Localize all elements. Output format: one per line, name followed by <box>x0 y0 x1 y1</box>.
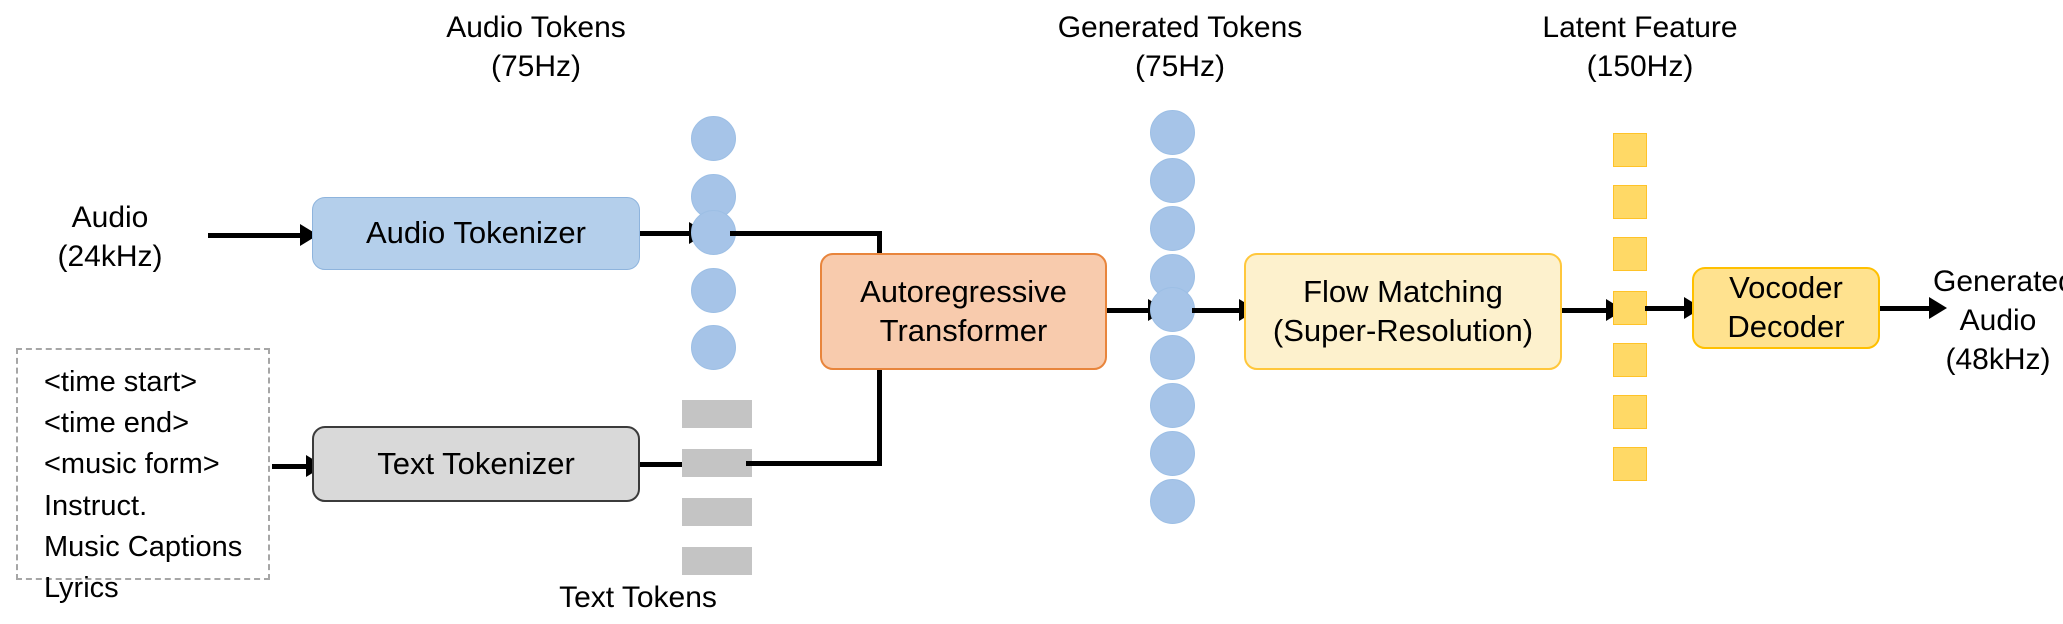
flow-matching-block[interactable]: Flow Matching (Super-Resolution) <box>1244 253 1562 370</box>
latent-feature-square <box>1613 237 1647 271</box>
text-prompt-items: <time start> <time end> <music form> Ins… <box>44 366 243 604</box>
latent-feature-square <box>1613 133 1647 167</box>
autoregressive-transformer-block[interactable]: Autoregressive Transformer <box>820 253 1107 370</box>
text-token-rect <box>682 400 752 428</box>
generated-token-circle <box>1150 110 1195 155</box>
audio-token-circle <box>691 210 736 255</box>
generated-token-circle <box>1150 158 1195 203</box>
arrow-generated-tokens-to-flow-matching-line <box>1192 308 1246 313</box>
arrow-audio-to-audio-tokenizer-line <box>208 233 304 238</box>
arrow-vocoder-to-generated-audio-line <box>1880 306 1936 311</box>
latent-feature-header: Latent Feature (150Hz) <box>1542 11 1738 83</box>
latent-feature-square <box>1613 447 1647 481</box>
arrow-latent-to-vocoder-line <box>1645 306 1691 311</box>
text-token-rect <box>682 498 752 526</box>
text-prompt-panel <box>16 348 270 580</box>
generated-token-circle <box>1150 479 1195 524</box>
latent-feature-square <box>1613 395 1647 429</box>
generated-token-circle <box>1150 431 1195 476</box>
text-tokenizer-block[interactable]: Text Tokenizer <box>312 426 640 502</box>
generated-audio-output-label: Generated Audio (48kHz) <box>1933 265 2063 376</box>
merge-bottom-branch-line <box>746 461 882 466</box>
audio-token-circle <box>691 116 736 161</box>
generated-token-circle <box>1150 206 1195 251</box>
latent-feature-square <box>1613 343 1647 377</box>
arrow-prompt-to-text-tokenizer-line <box>272 464 312 469</box>
latent-feature-square <box>1613 291 1647 325</box>
arrow-vocoder-to-generated-audio-head <box>1929 297 1947 319</box>
merge-top-branch-line <box>730 231 882 236</box>
generated-token-circle <box>1150 383 1195 428</box>
audio-token-circle <box>691 325 736 370</box>
arrow-audio-tokenizer-to-tokens-line <box>640 231 698 236</box>
text-token-rect <box>682 449 752 477</box>
text-token-rect <box>682 547 752 575</box>
text-tokens-header: Text Tokens <box>559 581 717 614</box>
arrow-text-tokenizer-to-tokens-line <box>640 462 692 467</box>
arrow-transformer-to-generated-tokens-line <box>1107 308 1155 313</box>
audio-tokenizer-block[interactable]: Audio Tokenizer <box>312 197 640 270</box>
audio-tokens-header: Audio Tokens (75Hz) <box>446 11 626 83</box>
generated-token-circle <box>1150 335 1195 380</box>
audio-input-label: Audio (24kHz) <box>57 201 163 273</box>
arrow-flow-matching-to-latent-line <box>1562 308 1614 313</box>
latent-feature-square <box>1613 185 1647 219</box>
generated-token-circle <box>1150 287 1195 332</box>
generated-tokens-header: Generated Tokens (75Hz) <box>1057 11 1303 83</box>
audio-token-circle <box>691 268 736 313</box>
vocoder-decoder-block[interactable]: Vocoder Decoder <box>1692 267 1880 349</box>
